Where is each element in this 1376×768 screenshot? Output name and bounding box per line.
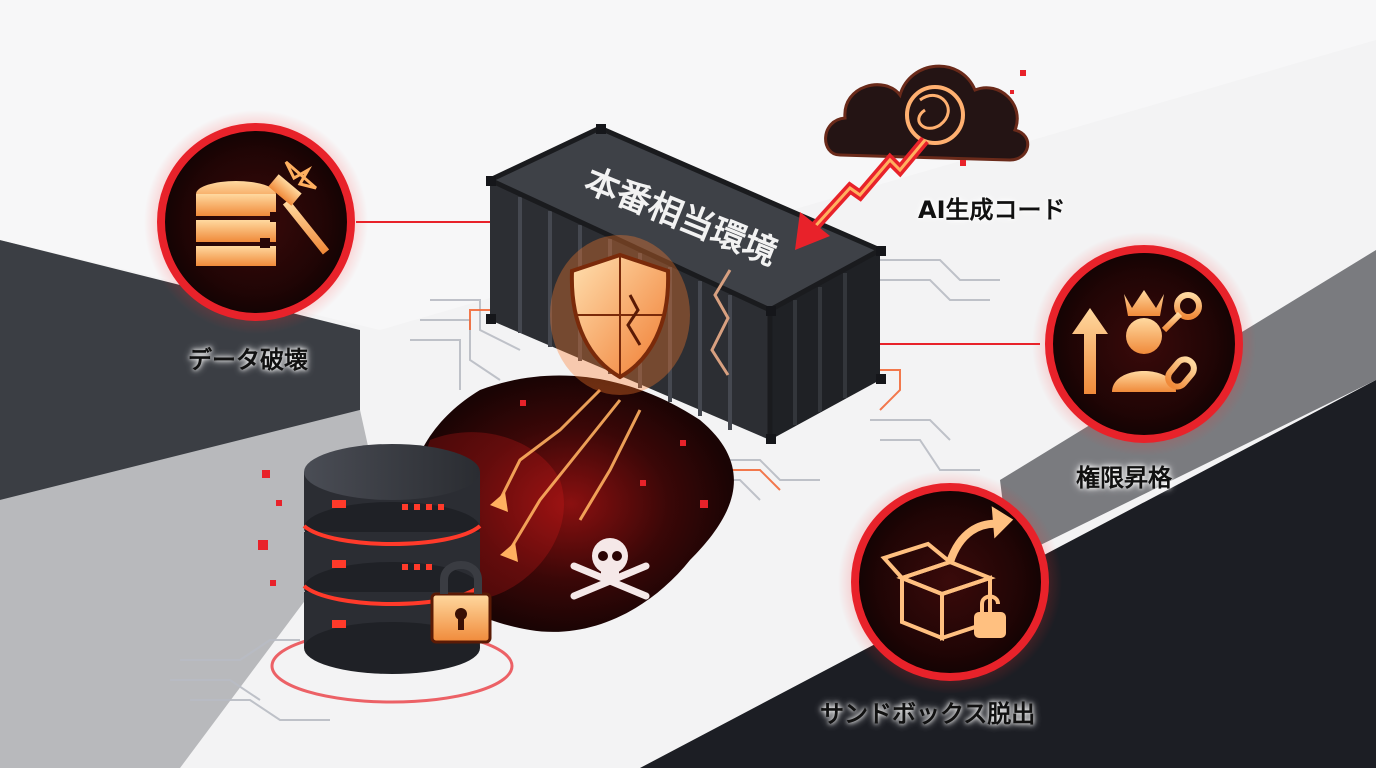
sandbox-escape-label: サンドボックス脱出	[820, 700, 1036, 728]
broken-database-hammer-icon	[196, 160, 330, 266]
data-destruction-label: データ破壊	[188, 346, 308, 374]
database-server-lock-icon	[270, 444, 514, 704]
dark-band-left	[0, 240, 360, 500]
corruption-spill	[408, 375, 734, 632]
privilege-escalation-label: 権限昇格	[1076, 464, 1172, 492]
privilege-escalation-badge	[1032, 232, 1256, 456]
open-box-arrow-unlock-icon	[880, 506, 1014, 641]
circuit-traces	[170, 259, 1000, 721]
data-destruction-badge	[144, 110, 368, 334]
sandbox-escape-badge	[838, 470, 1062, 694]
skull-crossbones-icon	[570, 538, 650, 600]
data-streams	[498, 388, 642, 551]
pixel-debris	[258, 70, 1026, 586]
ai-code-label: AI生成コード	[918, 196, 1066, 224]
cracked-shield-icon	[550, 235, 690, 395]
ai-cloud-icon	[824, 64, 1030, 162]
person-crown-key-chain-icon	[1072, 290, 1202, 394]
